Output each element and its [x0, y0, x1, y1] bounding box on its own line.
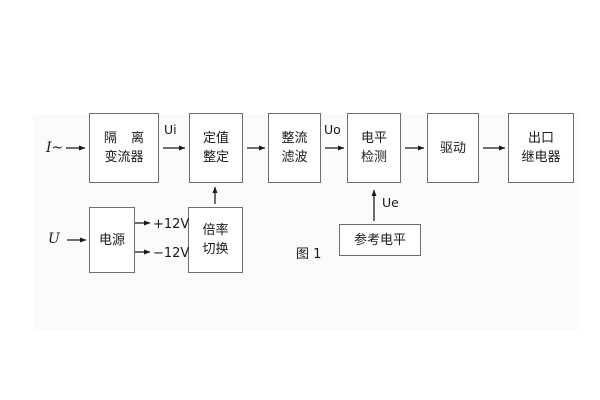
block-rectify-filter-line1: 整流	[281, 131, 308, 146]
label-signal-uo: Uo	[324, 122, 341, 137]
block-setting-value-line2: 整定	[202, 150, 229, 165]
label-minus-12v: −12V	[153, 246, 190, 261]
block-isolation-transformer-line1: 隔 离	[103, 131, 150, 146]
block-rectify-filter[interactable]: 整流 滤波	[268, 113, 321, 183]
block-reference-level-line1: 参考电平	[353, 232, 406, 248]
label-current-input: I~	[46, 140, 64, 156]
figure-caption: 图 1	[296, 247, 322, 262]
block-power-supply-line1: 电源	[98, 232, 125, 248]
block-level-detect[interactable]: 电平 检测	[347, 113, 401, 183]
block-ratio-switch[interactable]: 倍率 切换	[188, 207, 243, 273]
block-power-supply[interactable]: 电源	[89, 207, 135, 273]
block-output-relay-line1: 出口	[527, 131, 554, 146]
block-isolation-transformer[interactable]: 隔 离 变流器	[89, 113, 159, 183]
label-voltage-input: U	[48, 231, 60, 247]
block-setting-value[interactable]: 定值 整定	[189, 113, 243, 183]
block-drive[interactable]: 驱动	[427, 113, 479, 183]
block-drive-line1: 驱动	[439, 140, 466, 156]
block-isolation-transformer-line2: 变流器	[104, 150, 144, 165]
block-output-relay-line2: 继电器	[521, 150, 561, 165]
block-setting-value-line1: 定值	[202, 131, 229, 146]
block-output-relay[interactable]: 出口 继电器	[508, 113, 574, 183]
label-signal-ui: Ui	[164, 122, 177, 137]
block-ratio-switch-line2: 切换	[202, 242, 229, 257]
block-ratio-switch-line1: 倍率	[202, 223, 229, 238]
block-level-detect-line2: 检测	[360, 150, 387, 165]
block-rectify-filter-line2: 滤波	[281, 150, 308, 165]
block-level-detect-line1: 电平	[360, 131, 387, 146]
label-signal-ue: Ue	[382, 195, 399, 210]
block-reference-level[interactable]: 参考电平	[339, 224, 421, 256]
label-plus-12v: +12V	[153, 217, 190, 232]
